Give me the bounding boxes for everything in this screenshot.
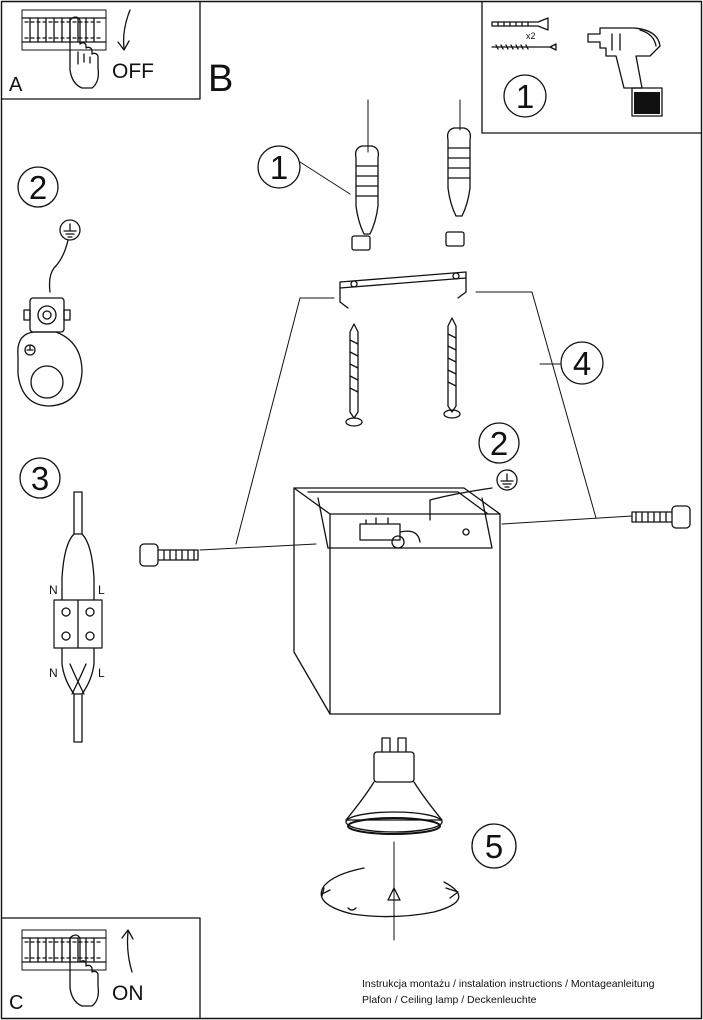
panel-b-letter: B <box>208 58 234 100</box>
step-number-anchors: 1 <box>269 149 289 186</box>
tools-box <box>481 0 702 134</box>
live-label-bottom: L <box>98 666 105 680</box>
step-circle-inner-earth <box>478 422 520 464</box>
side-screw-left <box>139 543 199 567</box>
circuit-breaker-icon-c <box>21 929 107 971</box>
step-number-inner-earth: 2 <box>489 425 509 462</box>
lamp-housing <box>293 487 501 715</box>
side-screw-right <box>631 505 691 529</box>
wiring-diagram <box>53 491 103 743</box>
ground-icon <box>48 219 81 293</box>
step-circle-earth <box>17 166 59 208</box>
panel-a-box <box>0 0 201 100</box>
rotate-arrow-icon <box>320 841 460 941</box>
step-number-tools: 1 <box>515 78 535 115</box>
wall-plug-right <box>445 99 472 247</box>
panel-c-box <box>0 917 201 1019</box>
live-label-top: L <box>98 583 105 597</box>
quantity-label: x2 <box>526 31 536 41</box>
bracket-screw-right <box>443 317 461 419</box>
drill-icon <box>587 27 663 117</box>
panel-a-letter: A <box>9 74 23 96</box>
panel-c-letter: C <box>9 992 24 1014</box>
wall-plug-left <box>299 99 380 251</box>
step-circles <box>17 74 604 869</box>
step-circle-mounting <box>560 341 604 385</box>
step-number-earth: 2 <box>28 169 48 206</box>
mounting-bracket <box>339 271 467 309</box>
neutral-label-bottom: N <box>49 666 58 680</box>
step-number-wiring: 3 <box>30 460 50 497</box>
circuit-breaker-icon <box>21 9 107 51</box>
arrow-up-icon <box>121 929 134 973</box>
switch-on-label: ON <box>112 982 144 1005</box>
switch-off-label: OFF <box>112 60 154 83</box>
screw-icon <box>491 43 557 51</box>
guide-lines <box>199 291 633 551</box>
step-circle-bulb <box>471 823 517 869</box>
footer-title: Instrukcja montażu / instalation instruc… <box>362 978 655 990</box>
hand-icon <box>69 16 100 89</box>
step-circle-anchors <box>257 145 301 189</box>
step-circle-tools <box>503 74 547 118</box>
bracket-screw-left <box>345 323 363 427</box>
step-number-mounting: 4 <box>572 345 592 382</box>
step-number-bulb: 5 <box>484 828 504 865</box>
inner-ground-icon <box>496 469 518 491</box>
bulb-icon <box>345 737 443 835</box>
hand-icon-c <box>69 934 100 1007</box>
wall-plug-icon <box>491 17 549 31</box>
footer-subtitle: Plafon / Ceiling lamp / Deckenleuchte <box>362 994 537 1006</box>
neutral-label-top: N <box>49 583 58 597</box>
arrow-icon <box>117 9 131 51</box>
terminal-block-icon <box>17 297 83 407</box>
step-circle-wiring <box>19 457 61 499</box>
